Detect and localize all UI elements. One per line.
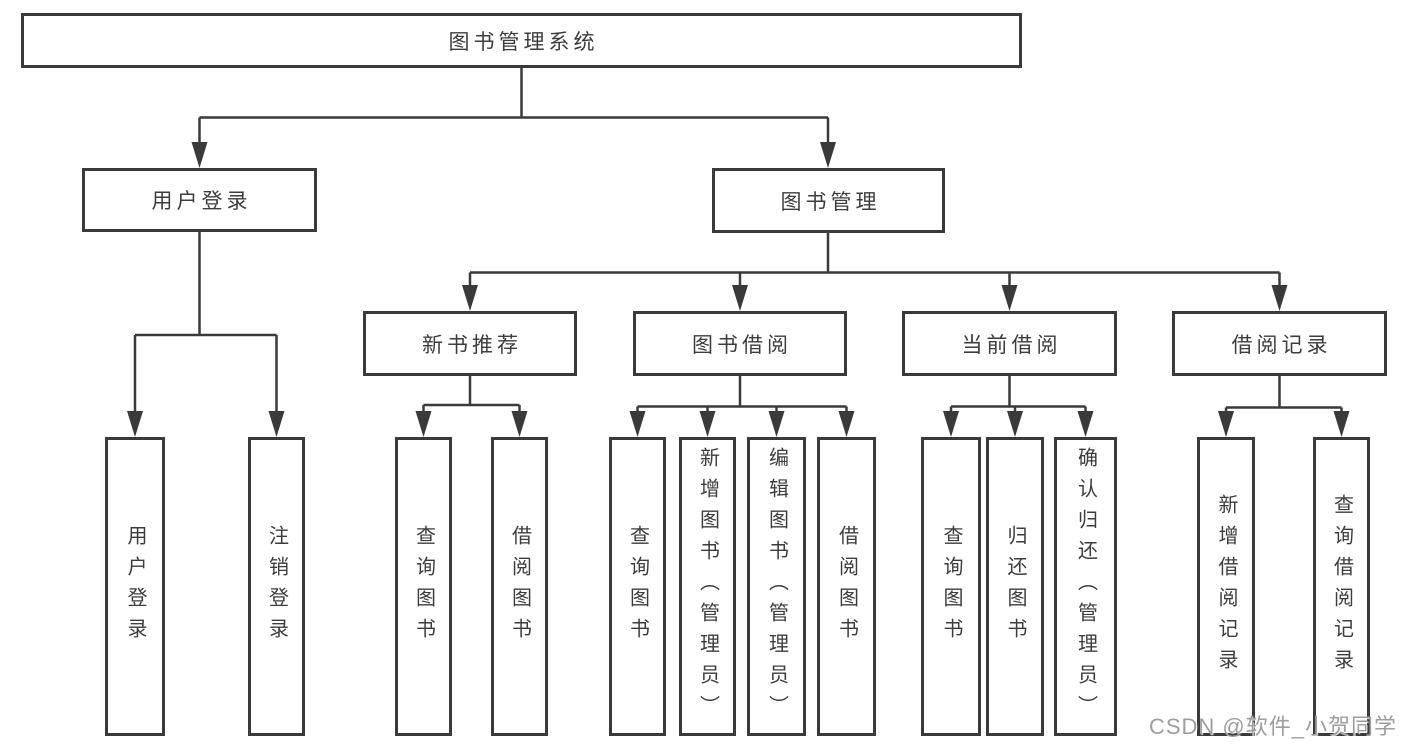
leaf-label: 查询借阅记录 xyxy=(1330,493,1353,680)
leaf-return-books: 归还图书 xyxy=(986,437,1044,736)
leaf-label: 新增图书（管理员） xyxy=(696,447,719,726)
leaf-query-borrow-record: 查询借阅记录 xyxy=(1313,437,1370,736)
node-label: 图书借阅 xyxy=(692,333,792,357)
leaf-confirm-return-admin: 确认归还（管理员） xyxy=(1054,437,1117,736)
node-new-book-recommend: 新书推荐 xyxy=(363,311,577,376)
node-current-borrow: 当前借阅 xyxy=(902,311,1117,376)
leaf-label: 确认归还（管理员） xyxy=(1074,447,1097,726)
leaf-user-login: 用户登录 xyxy=(105,437,165,736)
leaf-query-books-recommend: 查询图书 xyxy=(395,437,452,736)
leaf-query-books-current: 查询图书 xyxy=(921,437,981,736)
leaf-label: 归还图书 xyxy=(1004,524,1026,649)
node-label: 新书推荐 xyxy=(422,333,522,357)
leaf-borrow-books-recommend: 借阅图书 xyxy=(491,437,548,736)
leaf-query-books-borrow: 查询图书 xyxy=(609,437,666,736)
node-label: 用户登录 xyxy=(151,190,252,213)
leaf-label: 查询图书 xyxy=(626,524,649,649)
node-label: 图书管理 xyxy=(780,190,881,214)
node-book-management: 图书管理 xyxy=(712,168,945,233)
node-label: 借阅记录 xyxy=(1231,333,1332,357)
node-user-login: 用户登录 xyxy=(82,168,317,232)
leaf-logout: 注销登录 xyxy=(248,437,305,736)
node-book-borrow: 图书借阅 xyxy=(633,311,847,376)
leaf-label: 查询图书 xyxy=(940,524,962,649)
node-label: 当前借阅 xyxy=(961,333,1062,357)
leaf-label: 借阅图书 xyxy=(835,524,858,649)
leaf-add-borrow-record: 新增借阅记录 xyxy=(1197,437,1255,736)
arrowhead-icons xyxy=(127,142,1350,437)
leaf-label: 编辑图书（管理员） xyxy=(765,447,788,726)
root-node-library-system: 图书管理系统 xyxy=(21,13,1022,68)
leaf-borrow-books: 借阅图书 xyxy=(817,437,876,736)
leaf-label: 用户登录 xyxy=(124,524,146,649)
leaf-label: 新增借阅记录 xyxy=(1215,493,1237,680)
node-borrow-records: 借阅记录 xyxy=(1172,311,1387,376)
leaf-label: 注销登录 xyxy=(265,524,288,649)
leaf-edit-books-admin: 编辑图书（管理员） xyxy=(747,437,806,736)
leaf-label: 查询图书 xyxy=(412,524,435,649)
csdn-watermark: CSDN @软件_小贺同学 xyxy=(1148,714,1397,739)
root-node-label: 图书管理系统 xyxy=(448,30,599,54)
leaf-add-books-admin: 新增图书（管理员） xyxy=(679,437,736,736)
leaf-label: 借阅图书 xyxy=(508,524,531,649)
